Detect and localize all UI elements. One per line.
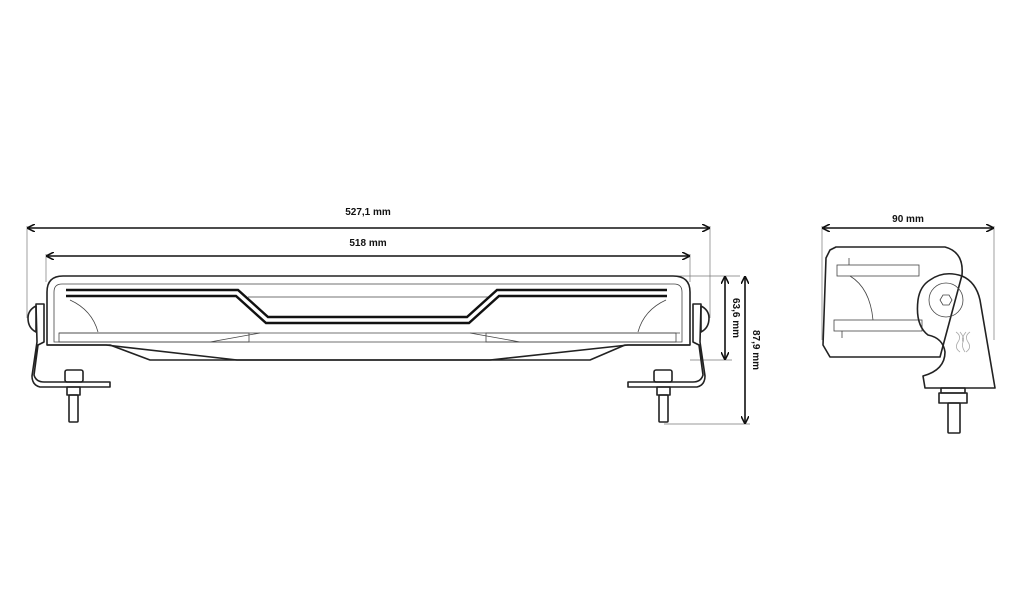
total-height-label: 87,9 mm (750, 330, 761, 370)
side-body (822, 246, 963, 358)
hex-bolt-icon (939, 294, 953, 306)
side-view: 90 mm (821, 214, 996, 434)
side-mount-bracket (916, 272, 996, 434)
led-signature-line (66, 288, 667, 325)
left-mount-bracket (27, 303, 111, 423)
overall-length-label: 527,1 mm (345, 207, 391, 218)
right-mount-bracket (627, 303, 710, 423)
lens-length-label: 518 mm (349, 238, 386, 249)
light-bar-body (46, 275, 691, 361)
depth-label: 90 mm (892, 214, 924, 225)
body-height-label: 63,6 mm (730, 298, 741, 338)
front-view: 527,1 mm 518 mm 63,6 mm 87,9 mm (26, 207, 761, 425)
brand-logo-icon (955, 331, 971, 353)
